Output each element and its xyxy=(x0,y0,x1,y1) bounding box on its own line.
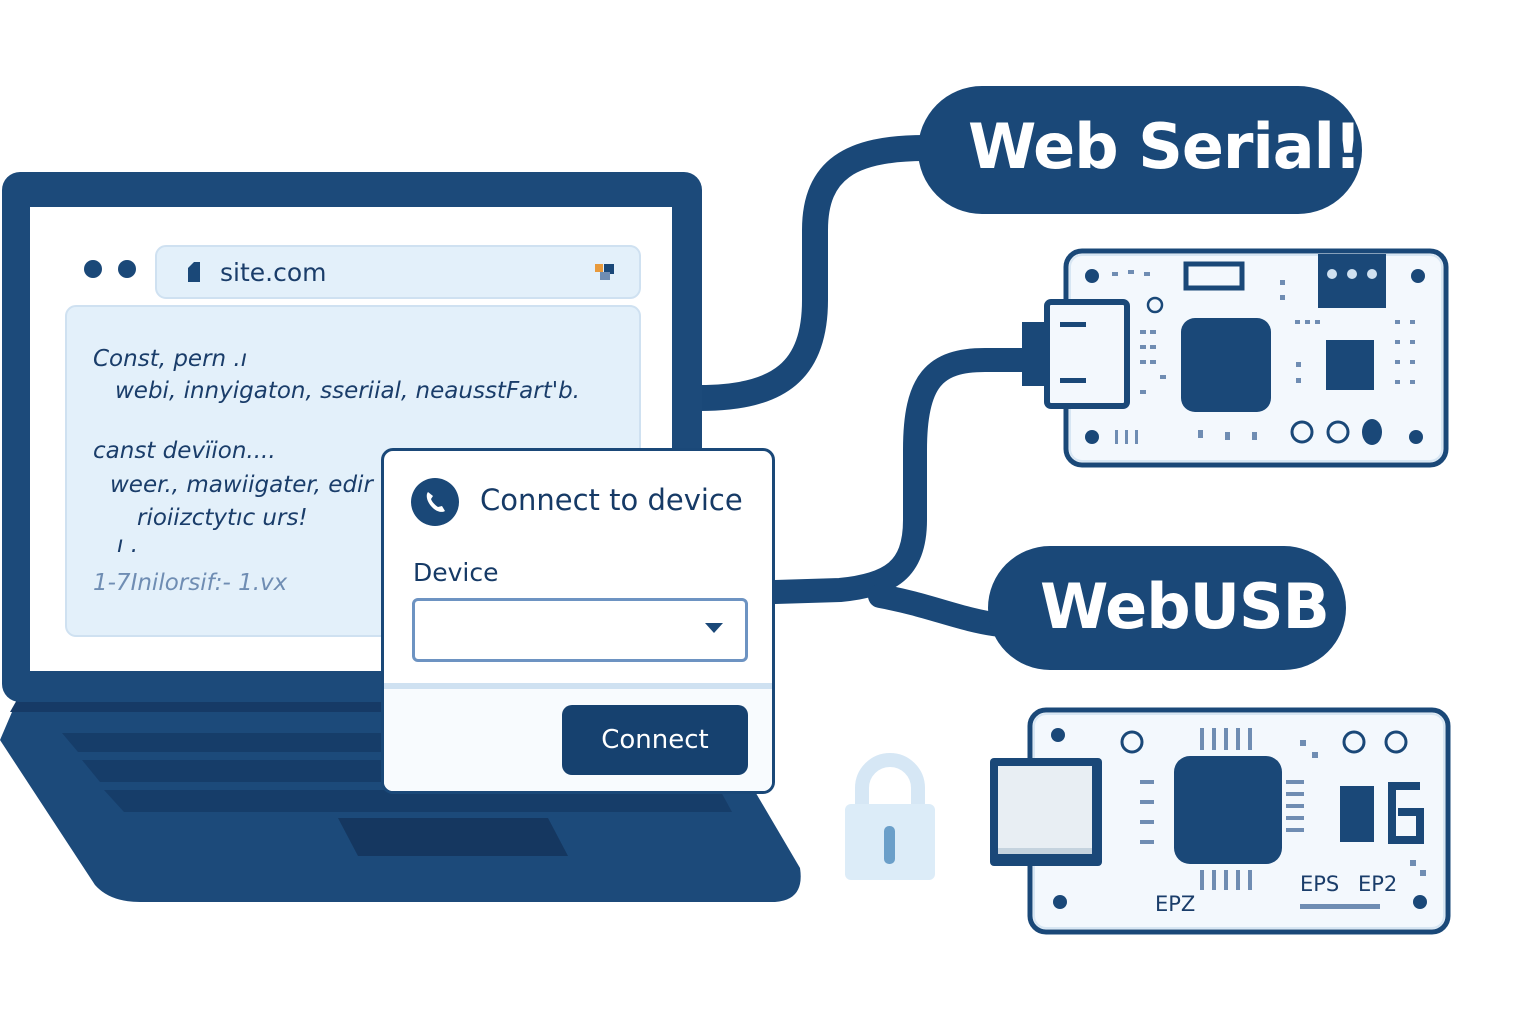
chip xyxy=(1181,318,1271,412)
code-line: weer., mawiigater, edir xyxy=(110,472,373,498)
window-dot xyxy=(84,260,102,278)
connect-dialog: Connect to device Device Connect xyxy=(381,448,775,794)
dialog-divider xyxy=(384,683,772,689)
window-dot xyxy=(118,260,136,278)
webusb-label: WebUSB xyxy=(1040,570,1330,643)
code-line: webi, innyigaton, sseriial, neausstFart'… xyxy=(115,378,580,404)
web-serial-label: Web Serial! xyxy=(968,110,1362,183)
chevron-down-icon xyxy=(705,623,723,633)
chip xyxy=(1174,756,1282,864)
board-top xyxy=(1022,248,1449,468)
webusb-pill xyxy=(988,546,1346,670)
board-label: EPZ xyxy=(1155,892,1196,916)
code-line: Const, pern .ı xyxy=(93,346,248,372)
cable-usb-top xyxy=(763,348,1052,604)
digit-six xyxy=(1388,782,1424,844)
cable-web-serial xyxy=(687,135,938,411)
usb-connector xyxy=(1044,299,1130,409)
code-line: ı . xyxy=(117,532,139,558)
dialog-title: Connect to device xyxy=(480,483,743,517)
web-serial-pill xyxy=(918,86,1362,214)
cables xyxy=(687,135,1052,637)
extension-icon xyxy=(595,264,603,272)
code-line: rioiizctytıc urs! xyxy=(137,505,308,531)
address-bar xyxy=(155,245,641,299)
padlock-icon xyxy=(845,753,935,880)
board-label: EPS xyxy=(1300,872,1340,896)
device-select[interactable] xyxy=(412,598,748,662)
chip xyxy=(1340,786,1374,842)
board-label: EP2 xyxy=(1358,872,1398,896)
chip xyxy=(1326,340,1374,390)
phone-icon xyxy=(411,478,459,526)
code-line: canst devïion.... xyxy=(93,438,276,464)
lock-icon xyxy=(188,262,200,282)
url-text[interactable]: site.com xyxy=(220,258,327,287)
connect-button[interactable]: Connect xyxy=(562,705,748,775)
device-label: Device xyxy=(413,558,499,587)
laptop-trackpad xyxy=(338,818,568,856)
code-line: 1-7Inilorsif:- 1.vx xyxy=(93,570,288,596)
board-bottom xyxy=(990,707,1451,935)
cable-webusb xyxy=(868,584,1012,637)
